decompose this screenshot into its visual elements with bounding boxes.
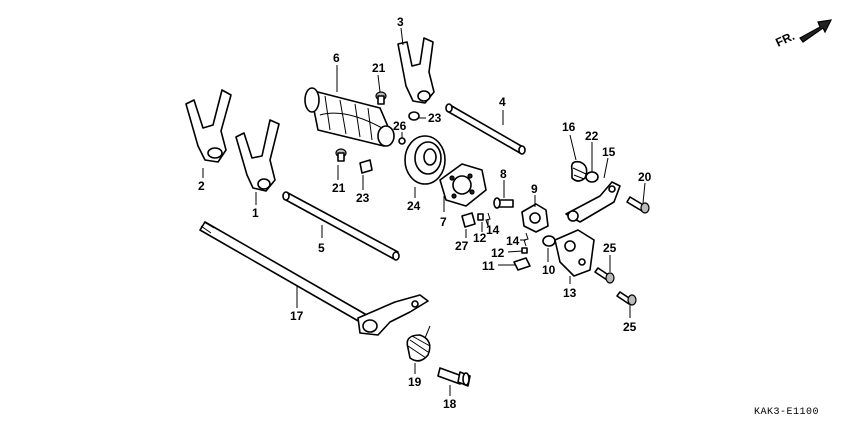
bearing-24 (404, 135, 446, 185)
bolt-8 (493, 197, 514, 209)
shift-arm-15 (565, 181, 621, 223)
drum-center-7 (439, 163, 487, 207)
callout-21b: 21 (332, 181, 346, 195)
callout-13: 13 (563, 286, 577, 300)
direction-label: FR. (773, 29, 796, 50)
shift-fork-1 (235, 119, 280, 192)
callout-22: 22 (585, 129, 599, 143)
bolt-25-lower (616, 291, 637, 306)
part-12-lower (521, 247, 528, 254)
callout-3: 3 (397, 15, 404, 29)
callout-17: 17 (290, 309, 304, 323)
fork-shaft-4 (445, 103, 526, 155)
collar-10 (542, 235, 556, 247)
callout-16: 16 (562, 120, 576, 134)
callout-12a: 12 (473, 231, 487, 245)
callout-26: 26 (393, 119, 407, 133)
callout-23b: 23 (356, 191, 370, 205)
stopper-pin-18 (437, 367, 471, 387)
shift-fork-3 (397, 37, 435, 104)
gearshift-spindle-17 (199, 221, 429, 336)
callout-9: 9 (531, 182, 538, 196)
stopper-arm-9 (521, 203, 549, 233)
part-27 (461, 212, 476, 228)
callout-24: 24 (407, 199, 421, 213)
callout-25a: 25 (603, 241, 617, 255)
washer-23-lower (359, 159, 373, 174)
callout-10: 10 (542, 263, 556, 277)
fork-shaft-5 (282, 191, 400, 261)
callout-20: 20 (638, 170, 652, 184)
return-spring-19 (406, 325, 431, 362)
callout-1: 1 (252, 206, 259, 220)
shift-drum-6 (304, 87, 395, 147)
part-11 (513, 257, 531, 271)
front-direction-arrow: FR. (773, 19, 833, 50)
guide-plate-13 (554, 229, 595, 277)
pin-26 (398, 137, 406, 145)
callout-5: 5 (318, 241, 325, 255)
callout-6: 6 (333, 51, 340, 65)
callout-numbers: 1 2 3 4 5 6 7 8 9 10 11 12 12 13 14 14 1… (198, 15, 652, 411)
callout-7: 7 (440, 215, 447, 229)
callout-27: 27 (455, 239, 469, 253)
callout-19: 19 (408, 375, 422, 389)
callout-15: 15 (602, 145, 616, 159)
callout-25b: 25 (623, 320, 637, 334)
callout-11: 11 (482, 259, 495, 273)
shift-fork-2 (185, 89, 232, 163)
callout-8: 8 (500, 167, 507, 181)
washer-23-upper (408, 111, 420, 121)
callout-21a: 21 (372, 61, 386, 75)
bolt-21-upper (375, 91, 387, 105)
leader-lines (202, 27, 646, 396)
bolt-25-upper (594, 267, 615, 284)
callout-23a: 23 (428, 111, 442, 125)
callout-12b: 12 (491, 246, 505, 260)
callout-4: 4 (499, 95, 506, 109)
callout-18: 18 (443, 397, 457, 411)
bolt-21-lower (335, 148, 347, 162)
spring-16 (570, 160, 588, 182)
callout-14a: 14 (486, 223, 500, 237)
callout-2: 2 (198, 179, 205, 193)
diagram-code: KAK3-E1100 (754, 407, 819, 418)
callout-14b: 14 (506, 234, 520, 248)
bolt-20 (626, 196, 650, 214)
collar-22 (585, 171, 599, 183)
part-12-upper (477, 213, 484, 221)
